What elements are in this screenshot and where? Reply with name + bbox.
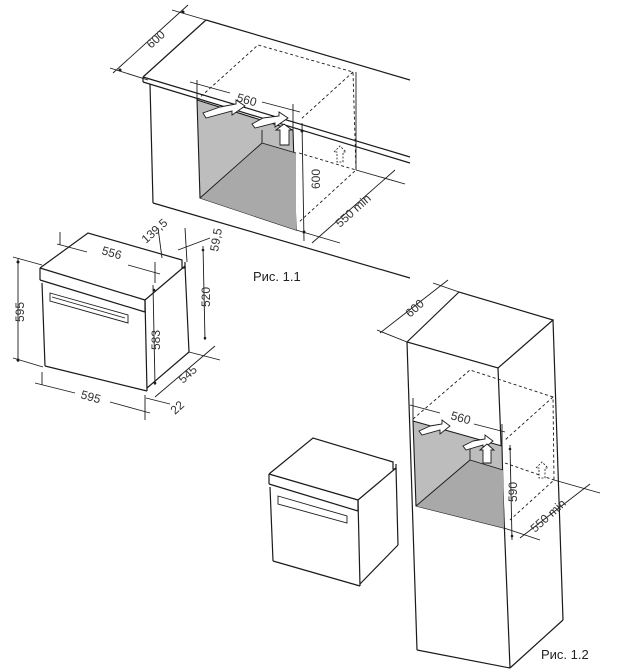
niche-opening — [196, 99, 297, 231]
dim-oven-front-height: 583 — [149, 330, 163, 350]
airflow-up-icon — [478, 443, 496, 464]
figure-caption: Рис. 1.2 — [541, 647, 589, 662]
dim-niche-depth: 550 min — [528, 496, 569, 535]
dim-oven-body-depth: 545 — [176, 362, 200, 386]
airflow-out-icon — [418, 419, 451, 436]
dim-oven-body-height: 520 — [199, 287, 213, 307]
fig-1-1-dimension-lines — [109, 4, 406, 244]
oven-illustration — [268, 437, 399, 587]
airflow-up-icon — [274, 123, 294, 146]
dim-oven-top-width: 556 — [100, 243, 123, 262]
airflow-out-icon — [202, 99, 246, 119]
dim-niche-height: 600 — [309, 169, 323, 189]
airflow-up-dashed-icon — [333, 145, 347, 163]
dim-oven-overall-height: 595 — [13, 302, 27, 322]
dim-oven-rear-offset: 139,5 — [139, 216, 171, 247]
oven-dimensioned: 556 139,5 59,5 595 520 583 595 545 22 — [12, 216, 225, 420]
dim-oven-top-step: 59,5 — [207, 227, 225, 253]
airflow-up-dashed-icon — [535, 461, 549, 479]
dim-oven-overall-width: 595 — [79, 387, 102, 406]
dim-niche-height: 590 — [506, 482, 520, 502]
dim-niche-width: 560 — [235, 90, 258, 109]
dim-niche-width: 560 — [449, 408, 472, 427]
figure-1-1: 600 560 600 550 min Рис. 1.1 — [109, 4, 411, 284]
dim-cabinet-depth: 600 — [403, 296, 427, 320]
figure-caption: Рис. 1.1 — [253, 269, 301, 284]
dim-niche-depth: 550 min — [333, 191, 374, 230]
dim-countertop-depth: 600 — [144, 27, 168, 51]
airflow-out-icon — [251, 111, 289, 129]
airflow-arrows — [202, 99, 347, 163]
dim-oven-door-thickness: 22 — [168, 398, 188, 418]
cabinet-front — [149, 83, 411, 279]
figure-1-2: 600 560 590 550 min Рис. 1.2 — [376, 279, 601, 669]
hidden-niche-outline — [196, 44, 357, 224]
